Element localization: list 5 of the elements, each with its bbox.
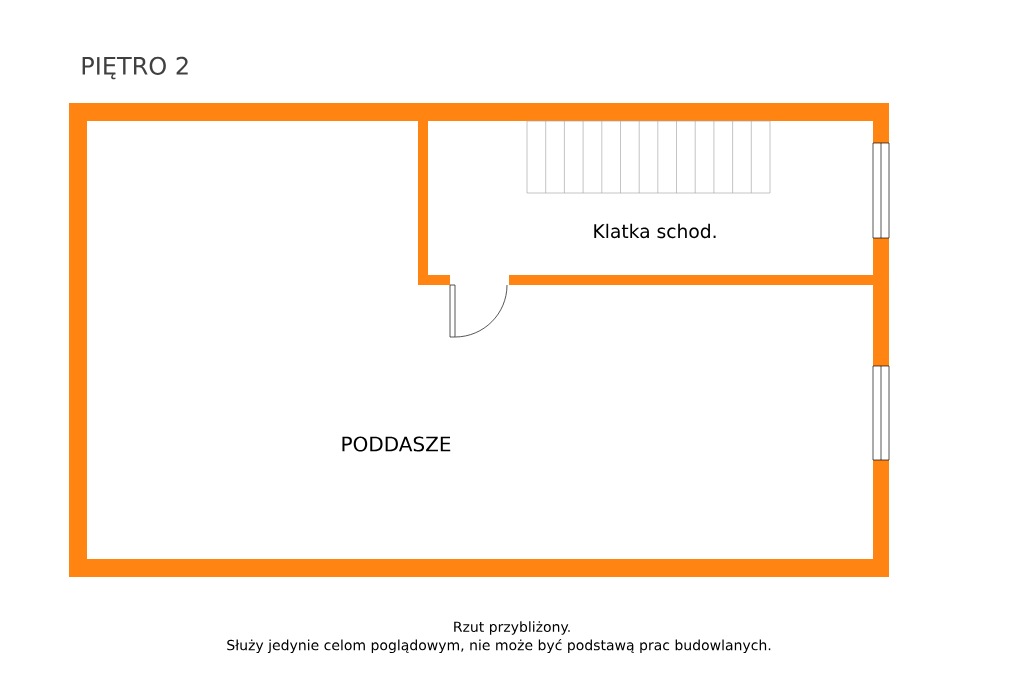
floor-title: PIĘTRO 2 xyxy=(82,56,188,80)
note-text: Służy jedynie celom poglądowym, nie może być podstawą prac budowlanych. xyxy=(227,638,771,654)
room-label: Klatka schod. xyxy=(594,223,716,239)
note-text: Rzut przybliżony. xyxy=(454,621,570,635)
room-label: PODDASZE xyxy=(342,436,451,452)
